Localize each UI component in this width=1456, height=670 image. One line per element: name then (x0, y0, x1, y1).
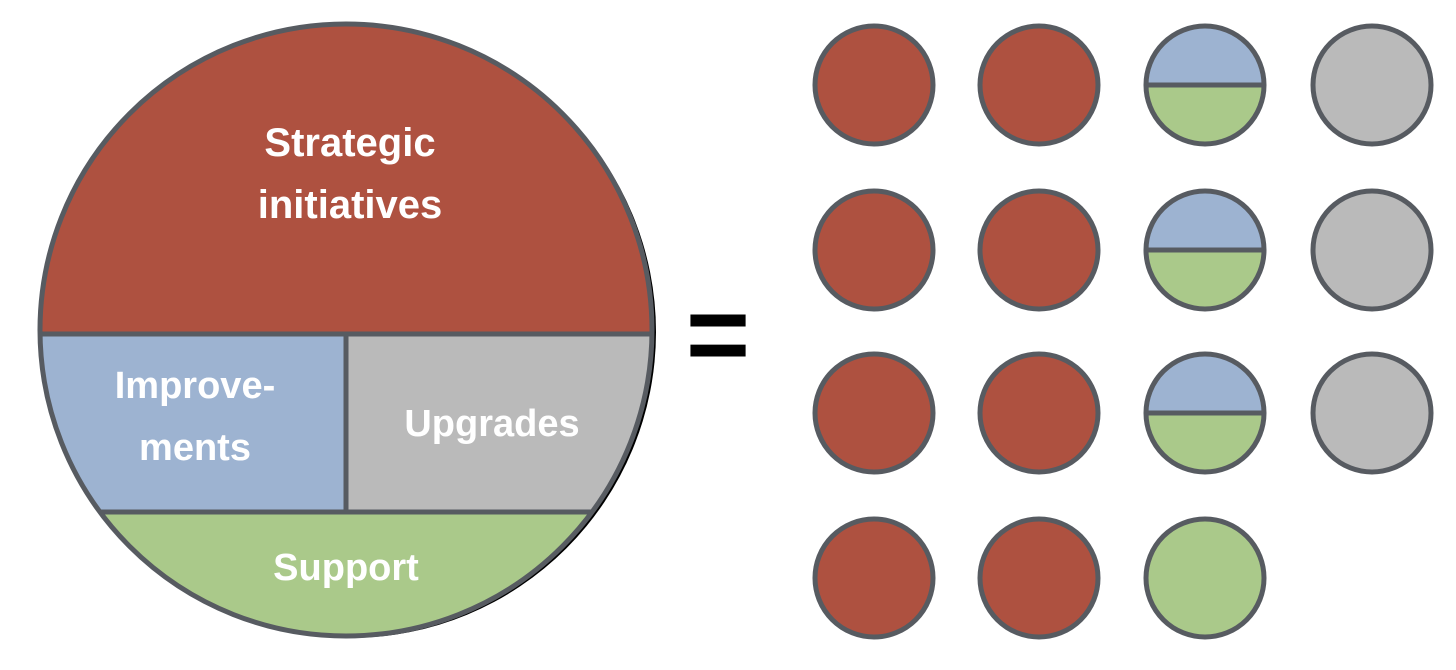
small-circle-improvements-support (1143, 23, 1267, 147)
small-circle-fill (812, 516, 936, 640)
small-circle-upgrades (1310, 188, 1434, 312)
small-circle-improvements-support (1143, 351, 1267, 475)
small-circle-strategic (977, 516, 1101, 640)
small-circle-strategic (977, 351, 1101, 475)
small-circle-improvements-half (1146, 191, 1264, 250)
small-circle-support (1143, 516, 1267, 640)
small-circle-fill (1310, 351, 1434, 475)
small-circle-fill (1143, 516, 1267, 640)
small-circle-improvements-half (1146, 354, 1264, 413)
small-circle-fill (977, 516, 1101, 640)
small-circle-outline (1143, 188, 1267, 312)
small-circle-strategic (812, 188, 936, 312)
small-circle-fill (812, 188, 936, 312)
small-circle-support-half (1146, 413, 1264, 472)
label-support: Support (273, 547, 419, 589)
small-circle-fill (812, 23, 936, 147)
label-improvements-line2: ments (139, 427, 251, 469)
small-circle-support-half (1146, 85, 1264, 144)
small-circle-strategic (977, 188, 1101, 312)
small-circle-strategic (812, 23, 936, 147)
equals-sign: = (686, 273, 750, 396)
small-circle-fill (977, 23, 1101, 147)
small-circle-fill (1310, 23, 1434, 147)
small-circle-improvements-half (1146, 26, 1264, 85)
small-circle-improvements-support (1143, 188, 1267, 312)
label-strategic-line2: initiatives (258, 183, 443, 227)
big-pie-circle: Strategic initiatives Improve- ments Upg… (37, 21, 656, 639)
small-circles-grid (812, 23, 1434, 640)
upgrades-segment (346, 334, 652, 512)
small-circle-fill (977, 188, 1101, 312)
small-circle-strategic (812, 351, 936, 475)
improvements-segment (40, 334, 346, 512)
small-circle-outline (1143, 23, 1267, 147)
small-circle-support-half (1146, 250, 1264, 309)
strategic-initiatives-segment (40, 24, 652, 334)
big-circle-outline (37, 21, 655, 639)
small-circle-strategic (977, 23, 1101, 147)
small-circle-outline (1143, 351, 1267, 475)
small-circle-fill (977, 351, 1101, 475)
label-improvements-line1: Improve- (115, 365, 275, 407)
small-circle-fill (1310, 188, 1434, 312)
label-upgrades: Upgrades (404, 403, 579, 445)
label-strategic-line1: Strategic (264, 121, 435, 165)
small-circle-upgrades (1310, 23, 1434, 147)
small-circle-upgrades (1310, 351, 1434, 475)
small-circle-fill (812, 351, 936, 475)
small-circle-strategic (812, 516, 936, 640)
